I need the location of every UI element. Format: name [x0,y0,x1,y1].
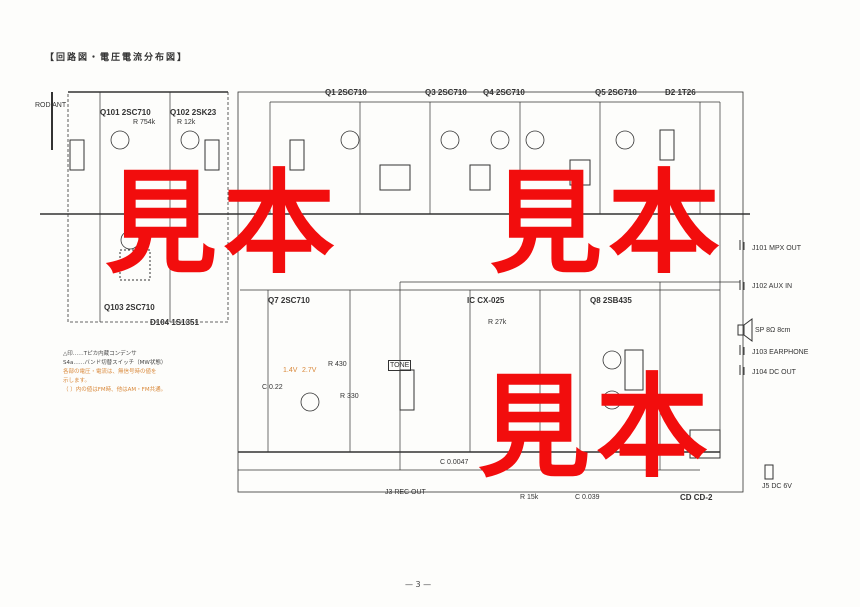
speaker-symbol [737,318,753,342]
earphone-jack-label: J103 EARPHONE [752,349,809,356]
note: 示します。 [63,378,90,384]
note: △印……Tピカ内蔵コンデンサ [63,351,137,357]
voltage-annotation: 1.4V [283,367,298,374]
dc-out-jack-label: J104 DC OUT [752,369,796,376]
note: 各部の電圧・電流は、無信号時の値を [63,369,157,375]
transistor-q7-label: Q7 2SC710 [268,296,310,305]
dc-in-jack-label: J5 DC 6V [762,483,792,490]
resistor-label: R 430 [328,361,347,368]
rec-out-jack-label: J3 REC OUT [385,489,426,496]
diode-d2-label: D2 1T26 [665,88,696,97]
tone-control-label: TONE [388,360,412,371]
page-number: — 3 — [405,580,432,589]
sample-watermark: 見本 [105,159,341,289]
voltage-annotation: 2.7V [302,367,317,374]
legend-notes: △印……Tピカ内蔵コンデンサ S4a……バンド切替スイッチ（MW状態） 各部の電… [63,350,166,395]
resistor-label: R 15k [520,494,539,501]
sample-watermark: 見本 [478,363,714,493]
cd-label: CD CD-2 [680,493,713,502]
capacitor-label: C 0.039 [575,494,600,501]
main-board-frame [237,91,744,493]
transistors [110,130,635,412]
diode-d104-label: D104 1S1351 [150,318,199,327]
jacks [739,240,774,480]
resistor-label: R 27k [488,319,507,326]
speaker-label: SP 8Ω 8cm [755,327,791,334]
resistor-label: R 330 [340,393,359,400]
sample-watermark: 見本 [490,159,726,289]
transistor-q102-label: Q102 2SK23 [170,108,217,117]
transistor-q103-label: Q103 2SC710 [104,303,155,312]
transistor-q3-label: Q3 2SC710 [425,88,467,97]
mpx-out-jack-label: J101 MPX OUT [752,245,802,252]
transistor-q8-label: Q8 2SB435 [590,296,632,305]
aux-in-jack-label: J102 AUX IN [752,283,793,290]
rod-antenna-label: ROD ANT [35,102,67,109]
ic-label: IC CX-025 [467,296,505,305]
note: （ ）内の値はFM時、他はAM・FM共通。 [63,387,167,393]
resistor-label: R 12k [177,119,196,126]
transistor-q1-label: Q1 2SC710 [325,88,367,97]
note: S4a……バンド切替スイッチ（MW状態） [63,360,167,366]
transistor-q5-label: Q5 2SC710 [595,88,637,97]
capacitor-label: C 0.0047 [440,459,469,466]
transistor-q4-label: Q4 2SC710 [483,88,525,97]
capacitor-label: C 0.22 [262,384,283,391]
resistor-label: R 754k [133,119,156,126]
transistor-q101-label: Q101 2SC710 [100,108,151,117]
diagram-title: 【回路図・電圧電流分布図】 [45,53,189,63]
